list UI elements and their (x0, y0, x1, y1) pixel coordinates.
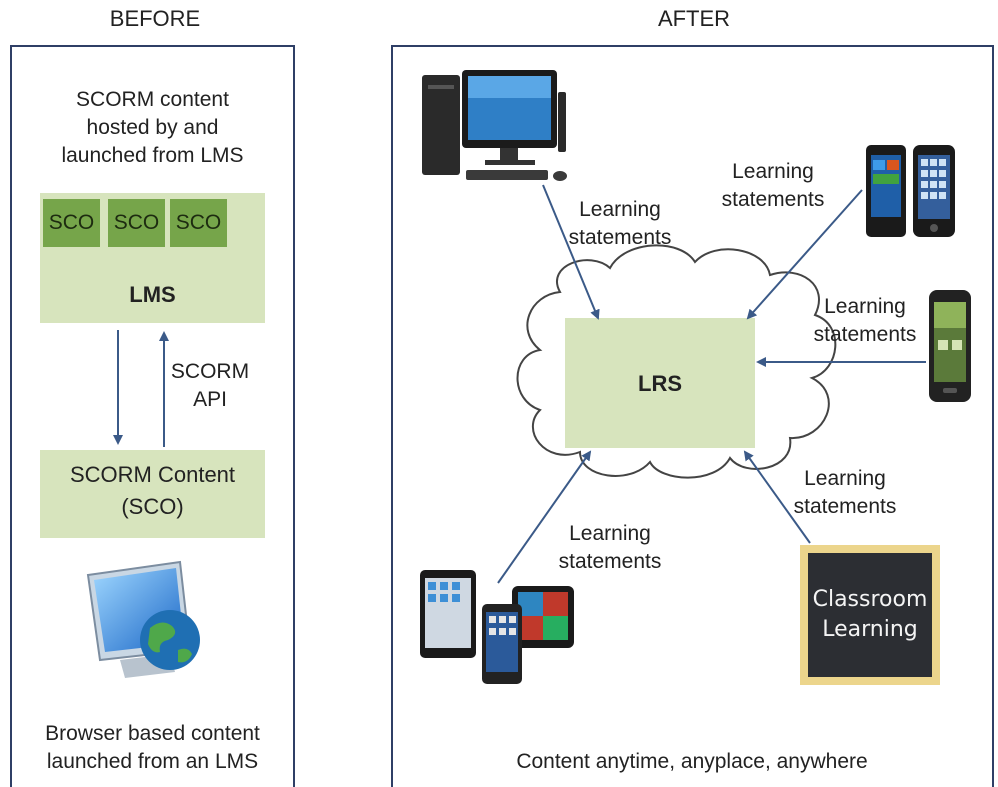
monitor-globe-icon (86, 560, 200, 678)
statement-label-android: Learning statements (813, 295, 917, 346)
scorm-content-box (40, 450, 265, 538)
scorm-content-label: SCORM Content (SCO) (69, 462, 236, 519)
after-heading: AFTER (657, 6, 731, 31)
sco-box: SCO (43, 199, 100, 247)
sco-box: SCO (170, 199, 227, 247)
tablets-arrow (497, 450, 592, 584)
scorm-api-label: SCORM API (170, 360, 250, 411)
lrs-label: LRS (638, 371, 682, 396)
before-footer: Browser based content launched from an L… (45, 722, 260, 773)
desktop-arrow (542, 184, 600, 320)
android-phone-icon (929, 290, 971, 402)
smartphones-arrow (746, 189, 863, 320)
lms-label: LMS (129, 282, 176, 307)
after-panel (391, 45, 994, 787)
before-heading: BEFORE (109, 6, 201, 31)
statement-label-desktop: Learning statements (568, 198, 672, 249)
classroom-learning-label: Classroom Learning (812, 587, 928, 642)
sco-box: SCO (108, 199, 165, 247)
classroom-arrow (743, 450, 811, 544)
statement-label-tablets: Learning statements (558, 522, 662, 573)
chalkboard-icon (800, 545, 940, 685)
statement-label-classroom: Learning statements (793, 467, 897, 518)
smartphones-icon (866, 145, 955, 237)
desktop-computer-icon (422, 70, 567, 181)
statement-label-smartphones: Learning statements (721, 160, 825, 211)
hosted-caption: SCORM content hosted by and launched fro… (61, 88, 244, 167)
after-footer: Content anytime, anyplace, anywhere (516, 750, 868, 773)
before-panel (10, 45, 295, 787)
lrs-box (565, 318, 755, 448)
tablets-icon (420, 570, 574, 684)
